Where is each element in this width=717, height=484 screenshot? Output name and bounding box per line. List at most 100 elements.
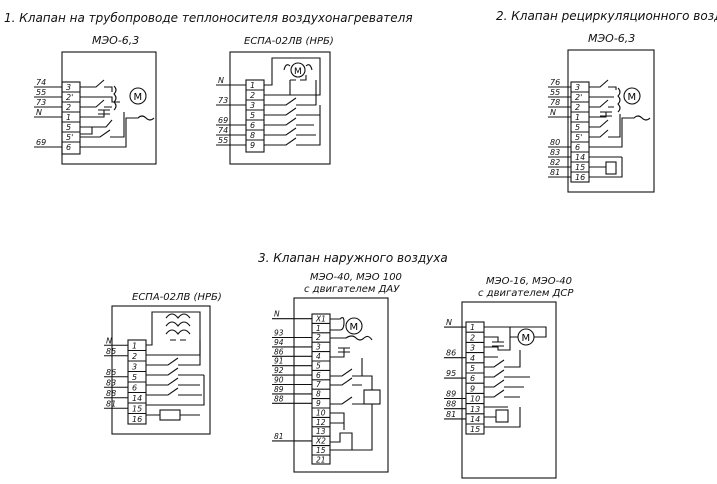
d6-wire-number: N xyxy=(446,318,452,327)
d3-wire-number: 76 xyxy=(550,78,560,87)
d5-terminal-label: 1 xyxy=(316,324,321,333)
d6-wire-number: 95 xyxy=(446,369,456,378)
d3-terminal-label: 14 xyxy=(575,153,585,162)
diagram-6: МЭО-16, МЭО-40 с двигателем ДСР 12345691… xyxy=(444,276,574,479)
d1-wire-number: N xyxy=(36,108,42,117)
diagram-2-motor-icon xyxy=(290,62,306,78)
d3-wire-number: 83 xyxy=(550,148,560,157)
diagram-2-frame xyxy=(229,51,331,165)
d5-terminal-label: 15 xyxy=(316,446,326,455)
d6-wire-number: 89 xyxy=(446,390,456,399)
diagram-6-motor-label: M xyxy=(522,333,531,344)
d6-terminal-label: 15 xyxy=(470,425,480,434)
section1-heading: 1. Клапан на трубопроводе теплоносителя … xyxy=(4,11,413,25)
section2-heading: 2. Клапан рециркуляционного воздуха xyxy=(496,9,717,23)
d5-wire-number: 90 xyxy=(274,376,284,385)
diagram-2-motor-label: M xyxy=(294,67,302,77)
diagram-2-title: ЕСПА-02ЛВ (НРБ) xyxy=(244,36,334,47)
d3-terminal-label: 5' xyxy=(575,133,582,142)
d2-terminal-label: 1 xyxy=(250,81,255,90)
d3-wire-number: 55 xyxy=(550,88,560,97)
d2-terminal-label: 9 xyxy=(250,141,255,150)
d3-terminal-label: 6 xyxy=(575,143,580,152)
d5-terminal-label: 6 xyxy=(316,371,321,380)
d4-terminal-label: 3 xyxy=(132,363,137,372)
d5-wire-number: 89 xyxy=(274,385,284,394)
d6-wire-number: 81 xyxy=(446,410,456,419)
d3-terminal-label: 2 xyxy=(575,103,580,112)
d6-terminal-label: 13 xyxy=(470,405,480,414)
diagram-5-motor-icon xyxy=(345,317,363,335)
d5-terminal-label: 2 xyxy=(316,333,321,342)
d3-terminal-label: 2' xyxy=(575,93,582,102)
d3-terminal-label: 3 xyxy=(575,83,580,92)
d4-wire-number: 85 xyxy=(106,347,116,356)
d3-wire-number: 81 xyxy=(550,168,560,177)
diagram-1-motor-label: M xyxy=(134,92,143,103)
d1-terminal-label: 1 xyxy=(66,113,71,122)
d5-terminal-label: 4 xyxy=(316,352,321,361)
diagram-3-motor-icon xyxy=(623,87,641,105)
d3-wire-number: 78 xyxy=(550,98,560,107)
diagram-6-title-line2: с двигателем ДСР xyxy=(478,288,574,299)
diagram-4-title: ЕСПА-02ЛВ (НРБ) xyxy=(132,292,222,303)
d5-terminal-label: 9 xyxy=(316,399,321,408)
d4-wire-number: 83 xyxy=(106,378,116,387)
diagram-3-title: МЭО-6,3 xyxy=(588,32,635,45)
d2-terminal-label: 8 xyxy=(250,131,255,140)
d5-wire-number: 94 xyxy=(274,338,284,347)
d5-wire-number: 86 xyxy=(274,347,284,356)
d3-terminal-label: 15 xyxy=(575,163,585,172)
d6-terminal-label: 1 xyxy=(470,323,475,332)
diagram-2-terminal-block xyxy=(245,79,265,153)
d5-terminal-label: 13 xyxy=(316,427,326,436)
d4-terminal-label: 5 xyxy=(132,373,137,382)
d2-terminal-label: 5 xyxy=(250,111,255,120)
d6-terminal-label: 10 xyxy=(470,395,480,404)
d6-terminal-label: 4 xyxy=(470,354,475,363)
d5-wire-number: 91 xyxy=(274,357,284,366)
d2-wire-number: 74 xyxy=(218,126,228,135)
d4-terminal-label: 16 xyxy=(132,415,142,424)
d1-terminal-label: 5' xyxy=(66,133,73,142)
d5-wire-number: 93 xyxy=(274,329,284,338)
d6-wire-number: 88 xyxy=(446,400,456,409)
d4-terminal-label: 15 xyxy=(132,405,142,414)
diagram-3-frame xyxy=(567,49,655,193)
d4-wire-number: N xyxy=(106,336,112,345)
diagram-5-title-line2: с двигателем ДАУ xyxy=(304,284,400,295)
d6-terminal-label: 14 xyxy=(470,415,480,424)
d4-wire-number: 88 xyxy=(106,389,116,398)
diagram-1-title: МЭО-6,3 xyxy=(92,34,139,47)
d5-terminal-label: 7 xyxy=(316,380,321,389)
d1-terminal-label: 2' xyxy=(66,93,73,102)
d1-wire-number: 73 xyxy=(36,98,46,107)
diagram-6-frame xyxy=(461,301,557,479)
d6-terminal-label: 2 xyxy=(470,333,475,342)
d5-terminal-label: 3 xyxy=(316,343,321,352)
d4-terminal-label: 14 xyxy=(132,394,142,403)
section3-heading: 3. Клапан наружного воздуха xyxy=(258,251,448,265)
d1-terminal-label: 2 xyxy=(66,103,71,112)
d2-wire-number: 55 xyxy=(218,136,228,145)
diagram-5-title-line1: МЭО-40, МЭО 100 xyxy=(310,272,402,283)
d3-terminal-label: 5 xyxy=(575,123,580,132)
d5-terminal-label: X1 xyxy=(315,314,326,323)
d3-terminal-label: 16 xyxy=(575,173,585,182)
d5-wire-number: 81 xyxy=(274,432,284,441)
d3-wire-number: 82 xyxy=(550,158,560,167)
d2-wire-number: N xyxy=(218,76,224,85)
d1-wire-number: 69 xyxy=(36,138,46,147)
d5-terminal-label: X2 xyxy=(315,437,326,446)
d2-wire-number: 73 xyxy=(218,96,228,105)
